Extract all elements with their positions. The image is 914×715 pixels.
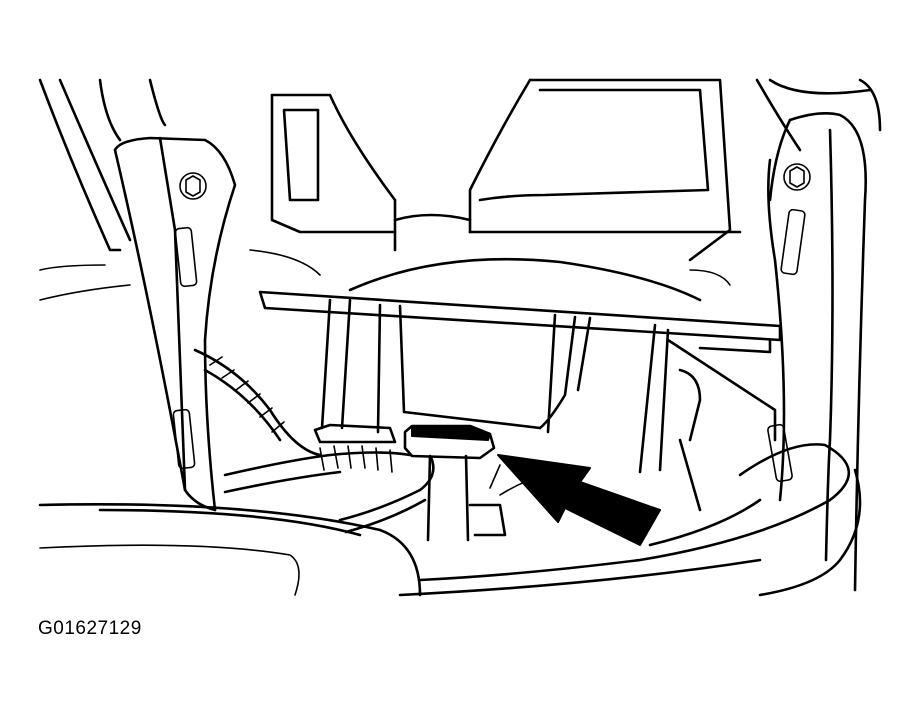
left-mounting-bracket (113, 136, 237, 512)
right-mounting-bracket (767, 112, 867, 592)
upper-dash-panels (38, 78, 882, 301)
blower-housing (320, 298, 777, 512)
figure-code: G01627129 (38, 618, 142, 639)
electrical-connector (403, 424, 507, 542)
lower-console (38, 443, 862, 597)
wiring-harness (193, 348, 435, 534)
arrow-icon (497, 454, 661, 546)
cover-plate (258, 257, 782, 354)
